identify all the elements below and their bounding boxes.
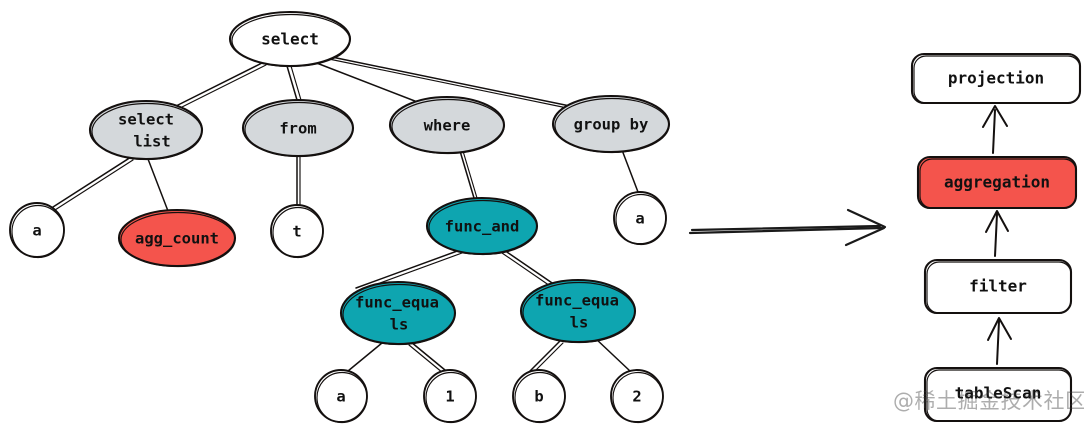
node-select[interactable]: select bbox=[228, 10, 352, 68]
edge-func-equals-2-to-b bbox=[529, 339, 562, 372]
edge-select-to-group-by bbox=[321, 54, 571, 107]
node-a-group-by[interactable]: a bbox=[613, 191, 667, 246]
edge-func-equals-1-to-one-sketch bbox=[408, 344, 444, 374]
edge-select-list-to-a-sketch bbox=[54, 159, 134, 211]
node-projection-label: projection bbox=[948, 69, 1044, 88]
node-group-by-label: group by bbox=[574, 116, 649, 134]
node-a-select-list-label: a bbox=[32, 222, 41, 240]
edge-func-equals-1-to-a bbox=[347, 342, 383, 372]
node-a-group-by-label: a bbox=[635, 210, 644, 228]
node-one-leaf-label: 1 bbox=[445, 388, 454, 406]
edge-select-to-from-sketch bbox=[290, 65, 302, 101]
node-func-equals-left[interactable]: func_equa ls bbox=[339, 280, 457, 346]
edge-select-to-from bbox=[286, 65, 298, 101]
node-b-leaf[interactable]: b bbox=[512, 369, 566, 424]
edge-where-to-func-and bbox=[459, 150, 475, 199]
node-func-and-label: func_and bbox=[445, 218, 520, 236]
node-projection[interactable]: projection bbox=[910, 52, 1082, 105]
node-b-leaf-label: b bbox=[534, 388, 543, 406]
node-func-equals-right-label-line2: ls bbox=[570, 314, 589, 332]
node-t[interactable]: t bbox=[270, 204, 324, 259]
right-plan-arrows bbox=[982, 105, 1012, 365]
node-select-label: select bbox=[261, 30, 319, 49]
node-one-leaf[interactable]: 1 bbox=[423, 369, 477, 424]
edge-select-to-where bbox=[313, 61, 421, 104]
node-func-equals-right-label-line1: func_equa bbox=[535, 292, 619, 310]
node-tablescan-label: tableScan bbox=[955, 384, 1042, 403]
node-two-leaf[interactable]: 2 bbox=[610, 369, 664, 424]
transform-arrow-icon bbox=[688, 208, 887, 247]
node-tablescan[interactable]: tableScan bbox=[923, 366, 1073, 423]
node-filter[interactable]: filter bbox=[923, 258, 1073, 315]
node-func-and[interactable]: func_and bbox=[425, 196, 539, 256]
node-from-label: from bbox=[279, 120, 316, 138]
node-from[interactable]: from bbox=[241, 98, 355, 158]
edge-func-and-to-func-equals-2 bbox=[503, 249, 559, 288]
edge-select-list-to-a bbox=[52, 156, 132, 208]
node-a-leaf-label: a bbox=[336, 388, 345, 406]
node-select-list-label-line1: select bbox=[118, 111, 174, 129]
edge-select-to-select-list-sketch bbox=[177, 64, 267, 110]
edge-select-to-select-list bbox=[175, 61, 265, 107]
edge-select-to-group-by-sketch bbox=[323, 57, 573, 110]
edge-group-by-to-a bbox=[621, 149, 639, 193]
node-group-by[interactable]: group by bbox=[551, 94, 671, 154]
left-tree-edges bbox=[52, 54, 639, 375]
node-two-leaf-label: 2 bbox=[632, 388, 641, 406]
node-func-equals-left-label-line1: func_equa bbox=[355, 294, 439, 312]
node-select-list-label-line2: list bbox=[133, 133, 170, 151]
edge-func-equals-1-to-one bbox=[410, 341, 446, 371]
node-a-select-list[interactable]: a bbox=[9, 202, 65, 259]
node-t-label: t bbox=[292, 223, 301, 241]
edge-func-equals-2-to-two bbox=[594, 337, 631, 372]
node-where[interactable]: where bbox=[388, 95, 506, 155]
edge-where-to-func-and-sketch bbox=[462, 150, 478, 199]
node-aggregation-label: aggregation bbox=[944, 173, 1050, 192]
node-where-label: where bbox=[424, 117, 471, 135]
node-agg-count[interactable]: agg_count bbox=[117, 208, 237, 268]
node-aggregation[interactable]: aggregation bbox=[916, 155, 1078, 210]
right-plan-nodes: projection aggregation filter tableScan bbox=[910, 52, 1082, 423]
node-agg-count-label: agg_count bbox=[135, 230, 219, 248]
edge-func-equals-2-to-b-sketch bbox=[531, 342, 564, 375]
node-func-equals-right[interactable]: func_equa ls bbox=[519, 278, 637, 344]
edge-func-and-to-func-equals-1 bbox=[355, 249, 461, 289]
node-func-equals-left-label-line2: ls bbox=[390, 316, 409, 334]
node-select-list[interactable]: select list bbox=[88, 99, 204, 161]
edge-select-list-to-agg-count bbox=[147, 158, 169, 212]
node-a-leaf[interactable]: a bbox=[314, 369, 368, 424]
left-tree-nodes: select select list from where bbox=[9, 10, 671, 424]
node-filter-label: filter bbox=[969, 277, 1027, 296]
